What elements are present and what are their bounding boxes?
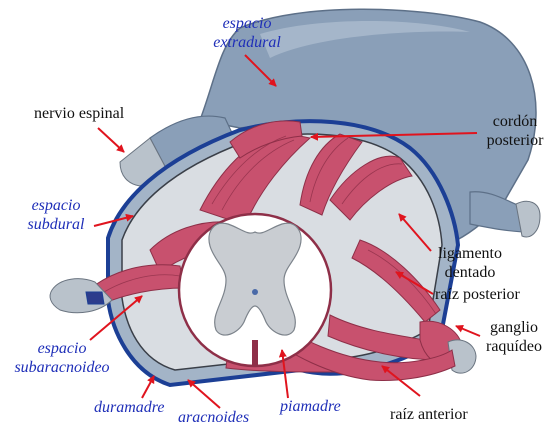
anterior-median-fissure — [252, 340, 258, 366]
left-ganglion-tip — [86, 292, 104, 304]
label-duramadre: duramadre — [94, 398, 165, 417]
label-aracnoides: aracnoides — [178, 408, 249, 427]
label-piamadre: piamadre — [280, 397, 341, 416]
arrow-nervio-espinal — [98, 128, 124, 152]
label-raiz-posterior: raíz posterior — [435, 285, 520, 304]
central-canal — [252, 289, 258, 295]
label-cordon-posterior: cordón posterior — [478, 112, 552, 150]
label-ganglio-raquideo: ganglio raquídeo — [476, 318, 552, 356]
label-raiz-anterior: raíz anterior — [390, 405, 468, 424]
arrow-duramadre — [142, 376, 154, 398]
label-espacio-extradural: espacio extradural — [204, 14, 290, 52]
label-espacio-subdural: espacio subdural — [18, 196, 94, 234]
label-ligamento-dentado: ligamento dentado — [428, 244, 512, 282]
arrow-aracnoides — [188, 380, 220, 408]
label-nervio-espinal: nervio espinal — [34, 104, 124, 123]
label-espacio-subaracnoideo: espacio subaracnoideo — [8, 339, 116, 377]
